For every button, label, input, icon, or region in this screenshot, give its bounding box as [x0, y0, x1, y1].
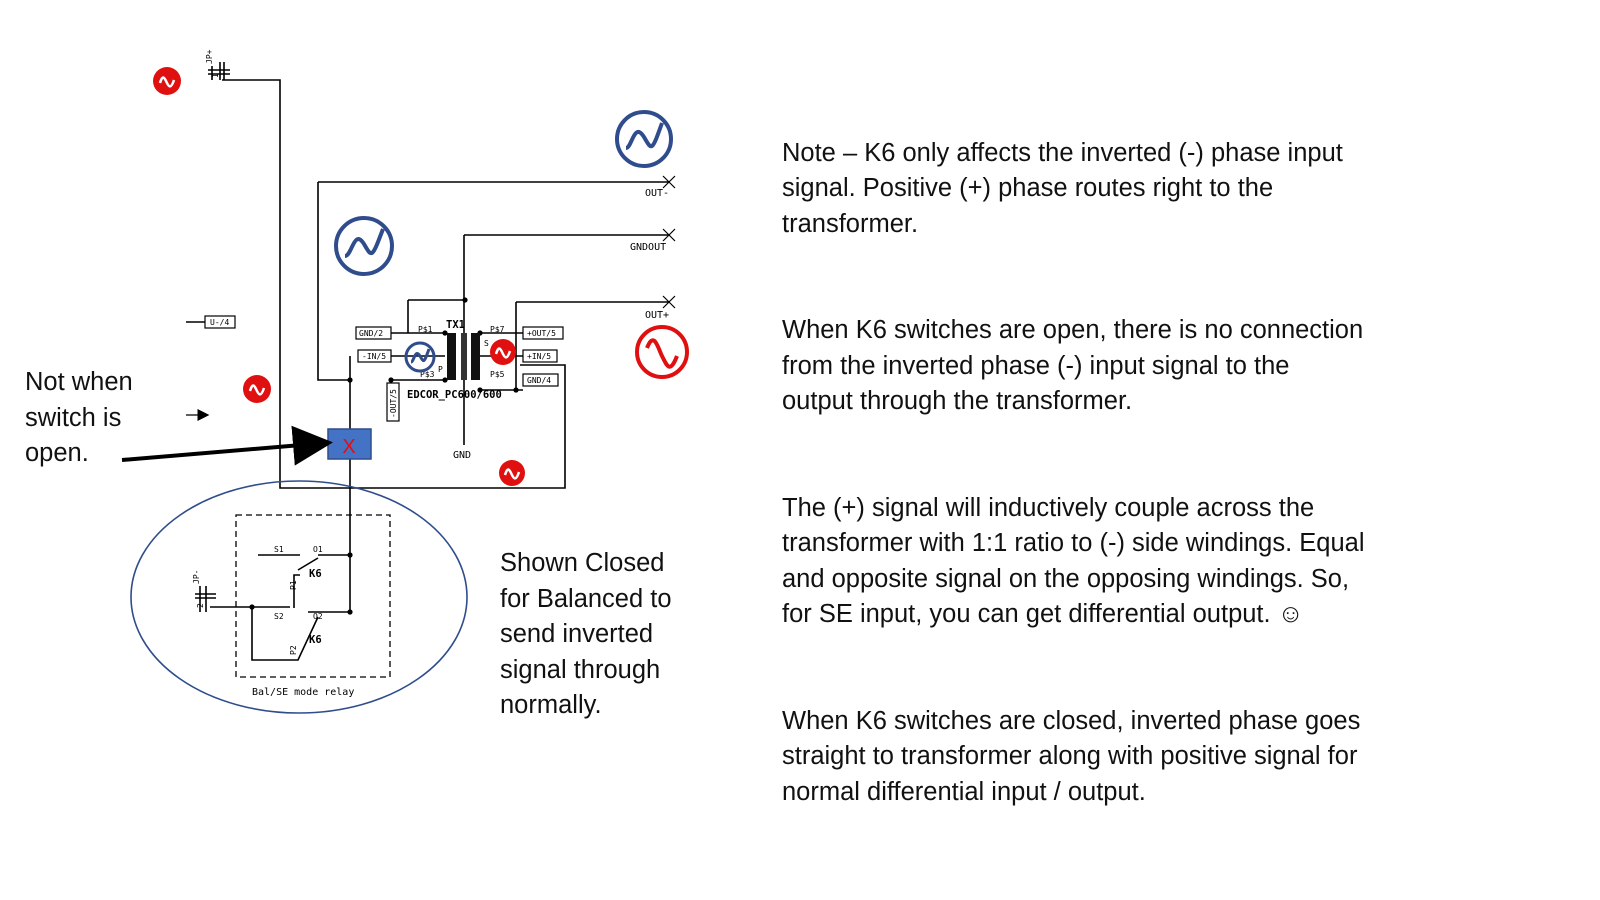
svg-text:P$5: P$5: [490, 370, 505, 379]
svg-text:P$1: P$1: [418, 325, 433, 334]
switch-open-marker: X: [327, 428, 372, 460]
schematic-labels: OUT- GNDOUT OUT+ TX1 EDCOR_PC600/600 GND…: [192, 49, 669, 698]
sine-wave-blue-icon: [615, 110, 673, 168]
svg-text:-IN/5: -IN/5: [362, 352, 386, 361]
net-tag-in-minus: -IN/5: [357, 349, 392, 363]
sine-wave-red-icon: [635, 325, 689, 379]
svg-text:O1: O1: [313, 545, 323, 554]
sine-wave-red-icon: [499, 460, 525, 486]
svg-text:P: P: [438, 365, 443, 374]
svg-text:+OUT/5: +OUT/5: [527, 329, 556, 338]
note-paragraph-2: When K6 switches are open, there is no c…: [782, 316, 1364, 415]
net-tag-out-plus: +OUT/5: [522, 326, 564, 340]
svg-text:2: 2: [196, 603, 205, 608]
schematic-diagram: U-/4 GND/2 -IN/5 -OUT/5 +OUT/5 +IN/5 GND…: [121, 49, 689, 714]
net-tag-gnd2: GND/2: [355, 326, 392, 340]
callout-arrow: [121, 425, 333, 466]
svg-text:P1: P1: [289, 580, 298, 590]
svg-text:X: X: [342, 436, 355, 458]
explanation-notes: Note – K6 only affects the inverted (-) …: [782, 100, 1572, 881]
relay-box: [235, 514, 391, 678]
net-tag-gnd4: GND/4: [522, 373, 559, 387]
label-gnd: GND: [453, 450, 471, 461]
svg-text:GND/2: GND/2: [359, 329, 383, 338]
sine-wave-blue-icon: [334, 216, 394, 276]
net-tag-in-plus: +IN/5: [522, 349, 558, 363]
sine-wave-blue-icon: [404, 341, 436, 373]
note-paragraph-1: Note – K6 only affects the inverted (-) …: [782, 138, 1343, 238]
label-out-minus: OUT-: [645, 188, 669, 199]
transformer: [447, 333, 480, 380]
label-tx1: TX1: [446, 319, 465, 331]
label-jp-plus: JP+: [205, 49, 214, 64]
net-tag-u4: U-/4: [204, 315, 236, 329]
label-k6-top: K6: [309, 568, 322, 580]
sine-wave-red-icon: [153, 67, 181, 95]
sine-wave-red-icon: [243, 375, 271, 403]
net-tag-out-minus: -OUT/5: [386, 382, 400, 422]
label-out-plus: OUT+: [645, 310, 669, 321]
label-gnd-out: GNDOUT: [630, 242, 666, 253]
svg-text:S1: S1: [274, 545, 284, 554]
svg-text:1: 1: [211, 73, 220, 78]
svg-text:U-/4: U-/4: [210, 318, 229, 327]
svg-text:O2: O2: [313, 612, 323, 621]
svg-text:-OUT/5: -OUT/5: [389, 389, 398, 418]
svg-text:+IN/5: +IN/5: [527, 352, 551, 361]
note-paragraph-3: The (+) signal will inductively couple a…: [782, 493, 1365, 629]
label-k6-bottom: K6: [309, 634, 322, 646]
svg-text:P$7: P$7: [490, 325, 505, 334]
svg-text:S: S: [484, 339, 489, 348]
relay-highlight-ellipse: [130, 480, 468, 714]
net-tags: U-/4 GND/2 -IN/5 -OUT/5 +OUT/5 +IN/5 GND…: [204, 315, 564, 422]
label-jp-minus: JP-: [192, 570, 201, 584]
label-part: EDCOR_PC600/600: [407, 389, 502, 401]
note-paragraph-4: When K6 switches are closed, inverted ph…: [782, 706, 1361, 806]
svg-text:P$3: P$3: [420, 370, 435, 379]
sine-wave-red-icon: [490, 339, 516, 365]
svg-text:P2: P2: [289, 645, 298, 655]
caption-not-when-open: Not when switch is open.: [25, 368, 133, 467]
svg-text:GND/4: GND/4: [527, 376, 551, 385]
label-relay: Bal/SE mode relay: [252, 687, 354, 698]
caption-shown-closed: Shown Closed for Balanced to send invert…: [500, 549, 672, 719]
svg-text:S2: S2: [274, 612, 284, 621]
